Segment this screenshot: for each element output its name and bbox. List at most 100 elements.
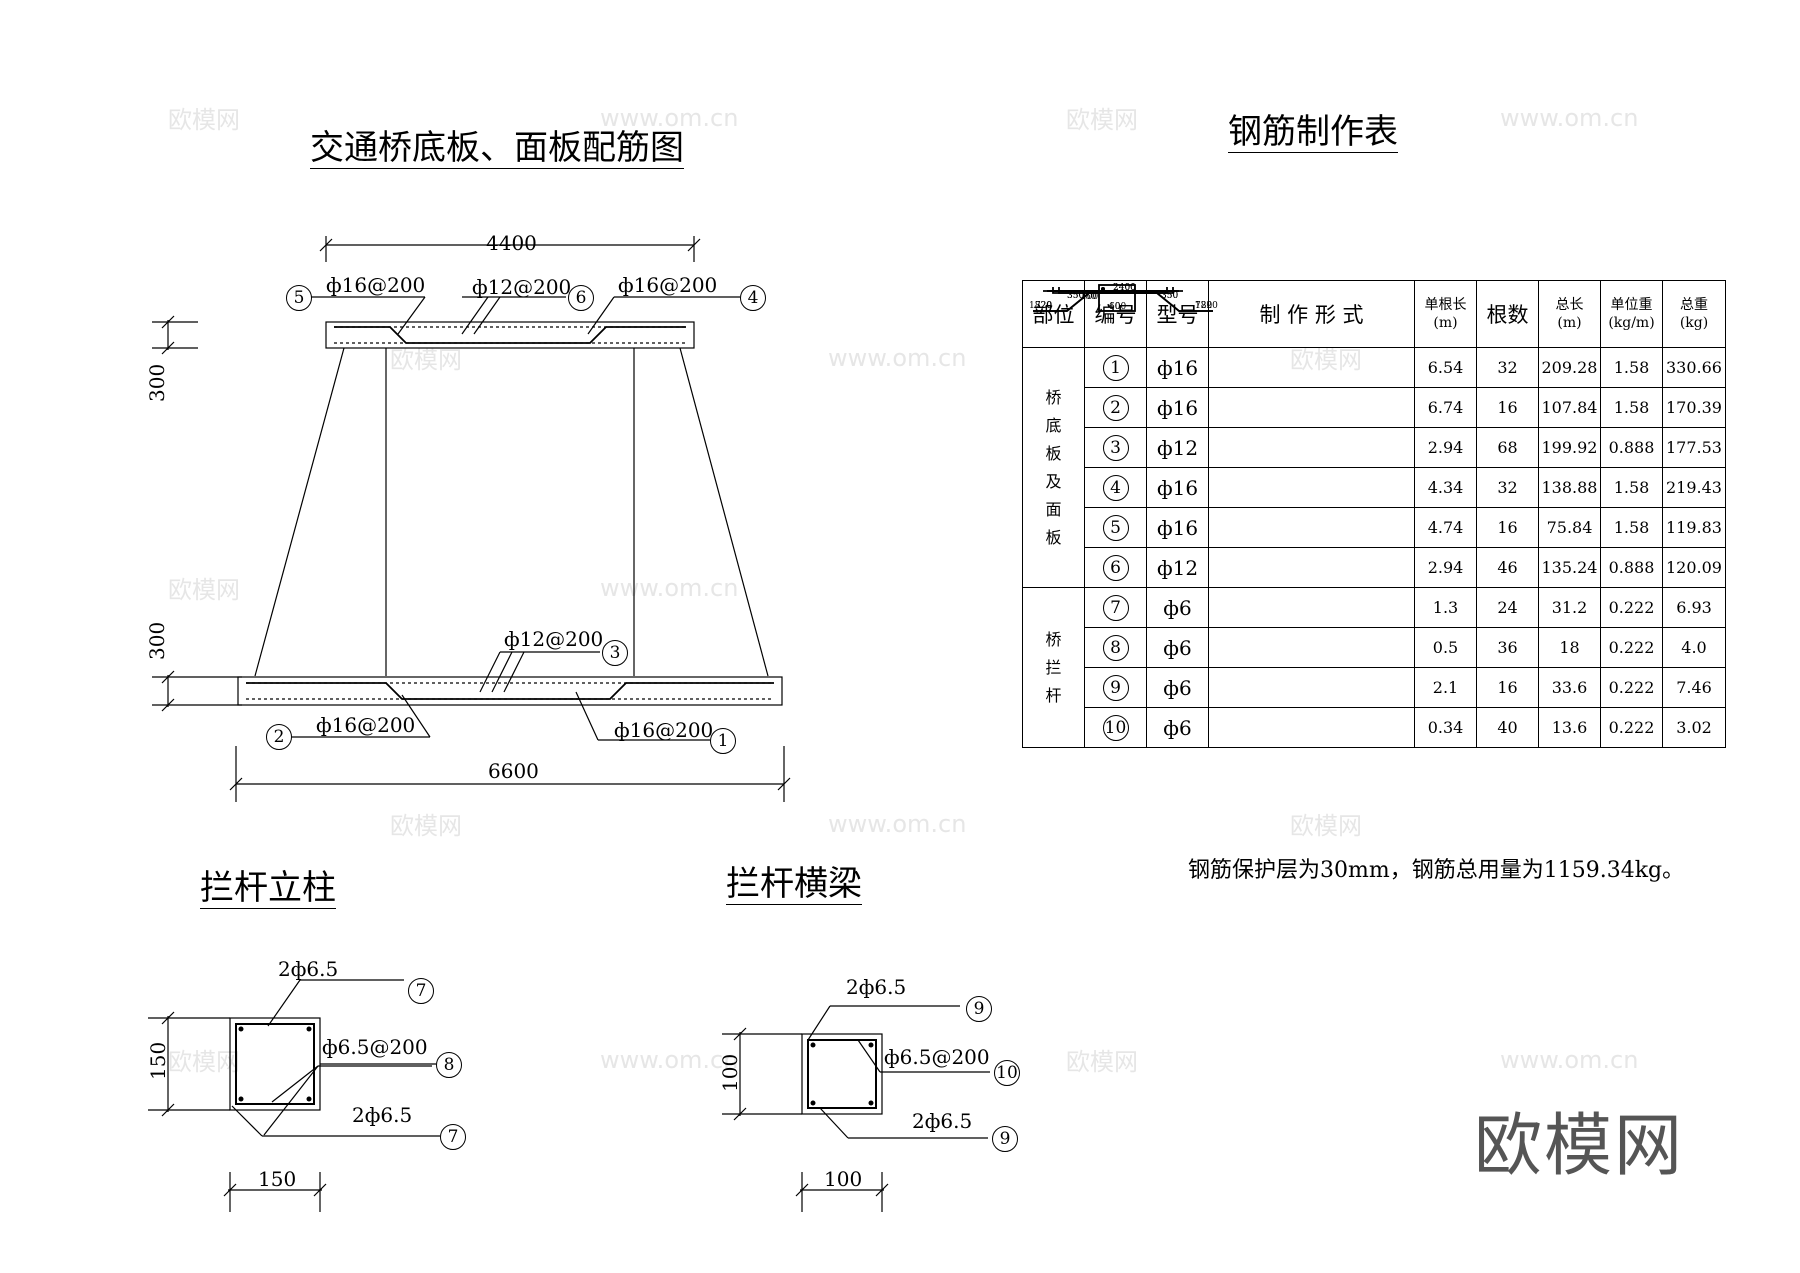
cell-shape bbox=[1046, 289, 1415, 468]
watermark: www.om.cn bbox=[600, 574, 739, 602]
watermark: 欧模网 bbox=[168, 106, 240, 134]
rebar-6-label: ф12@200 bbox=[472, 275, 572, 299]
cell-unit-length: 4.74 bbox=[1414, 507, 1477, 548]
header-shape: 制 作 形 式 bbox=[1208, 280, 1415, 348]
rebar-3-marker: 3 bbox=[602, 640, 628, 666]
shape-dim: 350 bbox=[1161, 291, 1178, 301]
cell-total-length: 209.28 bbox=[1538, 347, 1601, 388]
cell-shape bbox=[1042, 289, 1415, 588]
watermark: www.om.cn bbox=[1500, 104, 1639, 132]
cell-count: 32 bbox=[1476, 347, 1539, 388]
header-unit-weight: 单位重(kg/m) bbox=[1600, 280, 1663, 348]
cell-total-length: 75.84 bbox=[1538, 507, 1601, 548]
cell-total-length: 13.6 bbox=[1538, 707, 1601, 748]
cell-count: 40 bbox=[1476, 707, 1539, 748]
table-title: 钢筋制作表 bbox=[1228, 112, 1398, 153]
header-count: 根数 bbox=[1476, 280, 1539, 348]
cell-unit-length: 6.54 bbox=[1414, 347, 1477, 388]
cell-no: 3 bbox=[1084, 427, 1147, 468]
beam-bottom-bar-label: 2ф6.5 bbox=[912, 1109, 973, 1133]
watermark: 欧模网 bbox=[1290, 812, 1362, 840]
post-top-bar-label: 2ф6.5 bbox=[278, 957, 339, 981]
cell-no: 9 bbox=[1084, 667, 1147, 708]
cell-count: 16 bbox=[1476, 667, 1539, 708]
rebar-6-marker: 6 bbox=[568, 285, 594, 311]
cell-count: 16 bbox=[1476, 387, 1539, 428]
cell-type: ф6 bbox=[1146, 587, 1209, 628]
cell-unit-weight: 0.888 bbox=[1600, 427, 1663, 468]
cell-total-length: 33.6 bbox=[1538, 667, 1601, 708]
rebar-1-marker: 1 bbox=[710, 728, 736, 754]
summary-note: 钢筋保护层为30mm，钢筋总用量为1159.34kg。 bbox=[1188, 858, 1685, 883]
cell-unit-weight: 0.222 bbox=[1600, 587, 1663, 628]
cell-unit-length: 2.1 bbox=[1414, 667, 1477, 708]
main-title: 交通桥底板、面板配筋图 bbox=[310, 128, 684, 169]
post-height-label: 150 bbox=[146, 1041, 170, 1080]
beam-marker-9-bottom: 9 bbox=[992, 1126, 1018, 1152]
rebar-4-label: ф16@200 bbox=[618, 273, 718, 297]
cell-count: 68 bbox=[1476, 427, 1539, 468]
table-header-row: 部位 编号 型号 制 作 形 式 单根长(m) 根数 总长(m) 单位重(kg/… bbox=[1022, 280, 1726, 348]
shape-dim: 720 bbox=[1195, 301, 1212, 311]
cell-count: 32 bbox=[1476, 467, 1539, 508]
cell-unit-length: 0.5 bbox=[1414, 627, 1477, 668]
top-width-label: 4400 bbox=[486, 231, 537, 255]
cell-type: ф16 bbox=[1146, 467, 1209, 508]
cell-count: 36 bbox=[1476, 627, 1539, 668]
bottom-thickness-label: 300 bbox=[145, 621, 169, 660]
cell-total-weight: 3.02 bbox=[1662, 707, 1726, 748]
beam-marker-10: 10 bbox=[994, 1060, 1020, 1086]
cell-unit-length: 2.94 bbox=[1414, 427, 1477, 468]
rebar-2-marker: 2 bbox=[266, 724, 292, 750]
cell-no: 1 bbox=[1084, 347, 1147, 388]
header-total-weight: 总重(kg) bbox=[1662, 280, 1726, 348]
beam-marker-9-top: 9 bbox=[966, 996, 992, 1022]
watermark: 欧模网 bbox=[168, 576, 240, 604]
cell-total-weight: 120.09 bbox=[1662, 547, 1726, 588]
cell-no: 5 bbox=[1084, 507, 1147, 548]
watermark: 欧模网 bbox=[1066, 106, 1138, 134]
cell-type: ф16 bbox=[1146, 347, 1209, 388]
post-marker-7-bottom: 7 bbox=[440, 1124, 466, 1150]
cell-type: ф6 bbox=[1146, 667, 1209, 708]
rebar-2-label: ф16@200 bbox=[316, 713, 416, 737]
shape-dim: 100 bbox=[1109, 302, 1126, 312]
cell-unit-weight: 0.222 bbox=[1600, 627, 1663, 668]
watermark: www.om.cn bbox=[600, 1046, 739, 1074]
cell-no: 10 bbox=[1084, 707, 1147, 748]
cell-total-weight: 119.83 bbox=[1662, 507, 1726, 548]
cell-unit-weight: 1.58 bbox=[1600, 347, 1663, 388]
cell-unit-length: 6.74 bbox=[1414, 387, 1477, 428]
cell-count: 46 bbox=[1476, 547, 1539, 588]
bottom-width-label: 6600 bbox=[488, 759, 539, 783]
cell-total-weight: 6.93 bbox=[1662, 587, 1726, 628]
shape-dim: 60 bbox=[1109, 302, 1121, 312]
cell-no: 2 bbox=[1084, 387, 1147, 428]
cell-total-length: 18 bbox=[1538, 627, 1601, 668]
cell-unit-weight: 0.222 bbox=[1600, 707, 1663, 748]
cell-total-weight: 219.43 bbox=[1662, 467, 1726, 508]
watermark: www.om.cn bbox=[828, 344, 967, 372]
cell-no: 4 bbox=[1084, 467, 1147, 508]
shape-dim: 60 bbox=[1085, 292, 1097, 302]
shape-dim: 1820 bbox=[1029, 301, 1052, 311]
cell-type: ф16 bbox=[1146, 507, 1209, 548]
post-stirrup-label: ф6.5@200 bbox=[322, 1035, 428, 1059]
cell-unit-weight: 1.58 bbox=[1600, 467, 1663, 508]
watermark: www.om.cn bbox=[600, 104, 739, 132]
watermark: 欧模网 bbox=[1066, 1048, 1138, 1076]
beam-width-label: 100 bbox=[824, 1167, 863, 1191]
shape-dim: 1820 bbox=[1195, 301, 1218, 311]
cell-no: 6 bbox=[1084, 547, 1147, 588]
cell-type: ф6 bbox=[1146, 707, 1209, 748]
cell-shape bbox=[1046, 289, 1415, 508]
